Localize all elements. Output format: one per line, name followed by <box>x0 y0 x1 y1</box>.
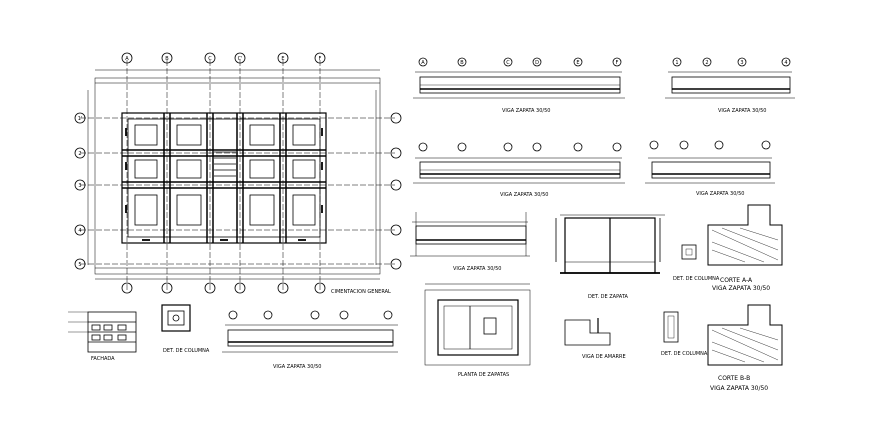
label-facade: FACHADA <box>91 356 115 362</box>
label-column-b: DET. DE COLUMNA <box>661 351 708 357</box>
beam-elevation-2 <box>413 142 625 184</box>
axis-e: E <box>281 56 284 62</box>
beam-axis-a: A <box>421 60 425 66</box>
footing-section-b <box>707 304 783 366</box>
facade-drawing <box>68 311 137 353</box>
beam-elevation-5 <box>410 212 530 257</box>
axis-1: 1' <box>78 116 83 122</box>
axis-3: 3 <box>78 183 81 189</box>
foundation-plan <box>80 60 395 290</box>
label-detail: DET. DE ZAPATA <box>588 294 628 300</box>
beam-axis-1: 1 <box>675 60 678 66</box>
label-general: CIMENTACION GENERAL <box>331 289 391 295</box>
footing-section-a <box>707 204 783 266</box>
small-section <box>564 318 611 346</box>
axis-5: 5 <box>78 262 81 268</box>
label-beams-c: VIGA ZAPATA 30/50 <box>718 108 766 114</box>
label-section-b: CORTE B-B <box>718 375 750 382</box>
label-column-c: DET. DE COLUMNA <box>163 348 210 354</box>
beam-axis-f: F <box>616 60 619 66</box>
beam-elevation-6 <box>222 310 398 353</box>
beam-axis-3: 3 <box>740 60 743 66</box>
column-detail-a <box>681 244 697 260</box>
beam-axis-c: C <box>506 60 510 66</box>
beam-axis-e: E <box>576 60 579 66</box>
axis-bubbles-sides <box>74 112 402 270</box>
axis-a: A <box>125 56 129 62</box>
beam-axis-2: 2 <box>705 60 708 66</box>
column-section <box>161 304 191 332</box>
label-foundation-b: VIGA ZAPATA 30/50 <box>710 385 768 392</box>
column-detail-b <box>663 311 679 343</box>
beam-elevation-3 <box>665 57 795 99</box>
axis-4: 4 <box>78 228 81 234</box>
label-beams-a: VIGA ZAPATA 30/50 <box>502 108 550 114</box>
axis-2: 2 <box>78 151 81 157</box>
axis-c2: C' <box>238 56 243 62</box>
beam-axis-d: D <box>535 60 539 66</box>
label-beams-d: VIGA ZAPATA 30/50 <box>696 191 744 197</box>
label-beams-b: VIGA ZAPATA 30/50 <box>500 192 548 198</box>
label-section-a: CORTE A-A <box>720 277 753 284</box>
beam-axis-b: B <box>460 60 464 66</box>
stair-section <box>555 214 665 274</box>
label-small: VIGA DE AMARRE <box>582 354 626 360</box>
axis-bubbles-bottom <box>121 282 326 294</box>
label-column-a: DET. DE COLUMNA <box>673 276 720 282</box>
axis-b: B <box>165 56 169 62</box>
beam-elevation-1 <box>413 57 625 99</box>
label-beams-f: VIGA ZAPATA 30/50 <box>273 364 321 370</box>
beam-elevation-4 <box>645 140 775 184</box>
label-plan: PLANTA DE ZAPATAS <box>458 372 509 378</box>
beam-axis-4: 4 <box>784 60 787 66</box>
label-beams-e: VIGA ZAPATA 30/50 <box>453 266 501 272</box>
footing-plan <box>424 283 531 366</box>
axis-f: F <box>319 56 322 62</box>
label-foundation-a: VIGA ZAPATA 30/50 <box>712 285 770 292</box>
axis-bubbles-top <box>121 52 326 64</box>
axis-c: C <box>208 56 212 62</box>
